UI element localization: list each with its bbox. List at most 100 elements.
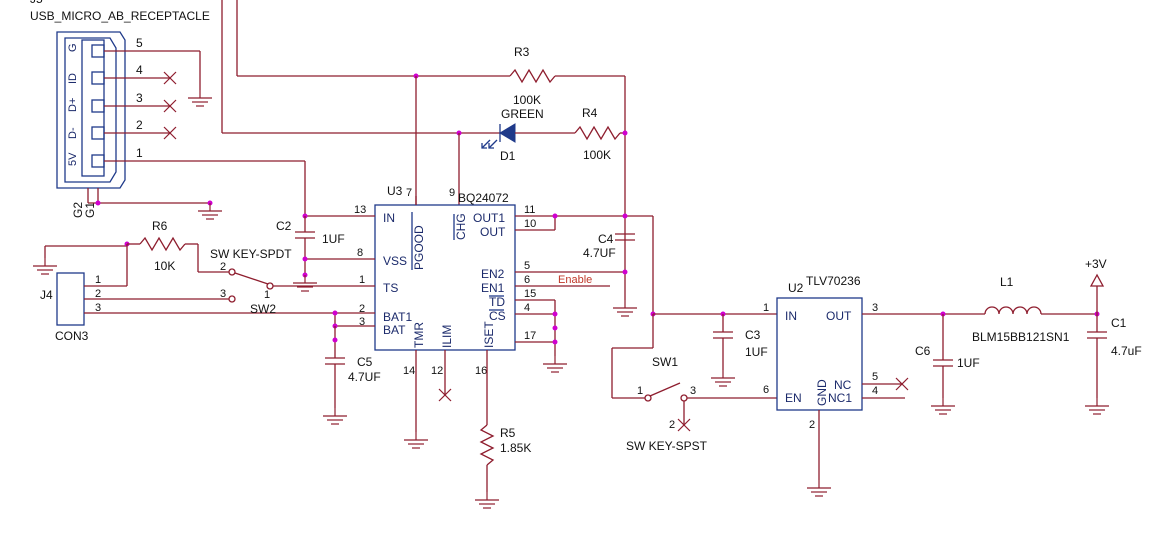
switch-sw2: SW KEY-SPDT 2 1 3 SW2 <box>210 247 292 316</box>
u3-pin-pgood: PGOOD <box>412 225 426 270</box>
usb-pin-num-5: 5 <box>136 36 143 50</box>
capacitor-c5: C5 4.7UF <box>325 355 381 384</box>
u3-pin-num-9: 9 <box>449 187 455 199</box>
ic-u3-bq24072: U3 BQ24072 IN VSS TS BAT1 BAT OUT1 OUT E… <box>374 184 516 351</box>
u3-pin-out1: OUT1 <box>473 211 505 225</box>
c2-value: 1UF <box>322 232 345 246</box>
sw1-part: SW KEY-SPST <box>626 439 708 453</box>
usb-pin-num-4: 4 <box>136 63 143 77</box>
inductor-l1: L1 BLM15BB121SN1 <box>972 275 1070 344</box>
c6-value: 1UF <box>957 356 980 370</box>
sw2-pin-3: 3 <box>220 288 226 300</box>
u3-pin-num-12: 12 <box>431 365 443 377</box>
u3-ref: U3 <box>387 184 403 198</box>
u3-pin-num-13: 13 <box>354 204 366 216</box>
u2-pin-num-3: 3 <box>872 302 878 314</box>
usb-pin-5v: 5V <box>67 152 79 166</box>
u3-pin-bat1: BAT1 <box>383 310 412 324</box>
u3-pin-iset: ISET <box>482 321 496 348</box>
c3-value: 1UF <box>745 345 768 359</box>
u2-pin-out: OUT <box>826 309 852 323</box>
c5-value: 4.7UF <box>348 370 381 384</box>
sw2-ref: SW2 <box>250 302 276 316</box>
u2-pin-num-6: 6 <box>763 384 769 396</box>
c1-ref: C1 <box>1111 316 1127 330</box>
u2-pin-num-4: 4 <box>872 385 878 397</box>
rail-3v-label: +3V <box>1085 257 1107 271</box>
resistor-r3: R3 100K <box>509 45 556 107</box>
j4-pin-3: 3 <box>95 302 101 314</box>
u3-pin-num-10: 10 <box>524 218 536 230</box>
usb-shell-g2: G2 <box>71 202 85 218</box>
usb-pin-num-2: 2 <box>136 118 143 132</box>
u3-pin-num-1: 1 <box>359 274 365 286</box>
r5-ref: R5 <box>500 426 516 440</box>
u3-pin-out: OUT <box>480 225 506 239</box>
u2-pin-en: EN <box>785 391 802 405</box>
u2-pin-gnd: GND <box>815 379 829 406</box>
sw1-ref: SW1 <box>652 355 678 369</box>
connector-j4: J4 CON3 1 2 3 <box>40 272 101 343</box>
l1-ref: L1 <box>1000 275 1014 289</box>
j4-part: CON3 <box>55 329 89 343</box>
sw2-pin-2: 2 <box>220 261 226 273</box>
sw2-part: SW KEY-SPDT <box>210 247 292 261</box>
r3-ref: R3 <box>514 45 530 59</box>
c6-ref: C6 <box>915 344 931 358</box>
u3-pin-num-17: 17 <box>524 330 536 342</box>
u3-pin-num-11: 11 <box>524 204 535 216</box>
usb-pin-dminus: D- <box>67 127 79 139</box>
usb-ref-partial: J5 <box>30 0 43 6</box>
resistor-r4: R4 100K <box>574 106 621 162</box>
u3-pin-num-7: 7 <box>406 187 412 199</box>
c4-ref: C4 <box>598 232 614 246</box>
u2-pin-nc1: NC1 <box>828 391 852 405</box>
u3-pin-en1: EN1 <box>481 281 505 295</box>
sw1-pin-1: 1 <box>637 385 643 397</box>
d1-value: GREEN <box>501 107 544 121</box>
u3-pin-en2: EN2 <box>481 267 505 281</box>
u3-pin-num-2: 2 <box>359 303 365 315</box>
resistor-r5: R5 1.85K <box>479 424 531 466</box>
c4-value: 4.7UF <box>583 246 616 260</box>
c1-value: 4.7uF <box>1111 344 1142 358</box>
u3-pin-num-16: 16 <box>475 365 487 377</box>
u3-pin-td: TD <box>489 295 505 309</box>
usb-connector: J5 USB_MICRO_AB_RECEPTACLE G ID D+ D- 5V… <box>30 0 210 218</box>
capacitor-c2: C2 1UF <box>276 219 345 246</box>
u2-pin-in: IN <box>785 309 797 323</box>
switch-sw1: SW1 1 3 2 SW KEY-SPST <box>626 355 708 453</box>
u2-ref: U2 <box>788 281 804 295</box>
resistor-r6: R6 10K <box>139 219 186 273</box>
c2-ref: C2 <box>276 219 292 233</box>
u3-pin-ilim: ILIM <box>440 325 454 348</box>
r5-value: 1.85K <box>500 441 531 455</box>
capacitor-c4: C4 4.7UF <box>583 232 635 260</box>
j4-pin-1: 1 <box>95 274 101 286</box>
usb-pin-num-1: 1 <box>136 146 143 160</box>
u3-pin-in: IN <box>383 211 395 225</box>
usb-pin-dplus: D+ <box>67 98 79 112</box>
capacitor-c6: C6 1UF <box>915 344 980 370</box>
u3-pin-chg: CHG <box>454 213 468 240</box>
l1-part: BLM15BB121SN1 <box>972 330 1070 344</box>
r4-value: 100K <box>583 148 611 162</box>
u3-pin-num-5: 5 <box>524 260 530 272</box>
ic-u2-tlv70236: U2 TLV70236 IN OUT EN GND NC NC1 <box>776 274 863 411</box>
sw1-pin-3: 3 <box>690 385 696 397</box>
u3-pin-num-3: 3 <box>359 316 365 328</box>
capacitor-c3: C3 1UF <box>713 328 768 359</box>
u2-part: TLV70236 <box>806 274 861 288</box>
enable-net-label: Enable <box>558 274 592 286</box>
sw1-pin-2: 2 <box>669 419 675 431</box>
u3-pin-tmr: TMR <box>412 322 426 348</box>
usb-pin-id: ID <box>67 73 79 84</box>
u3-pin-vss: VSS <box>383 254 407 268</box>
u3-pin-bat: BAT <box>383 323 406 337</box>
usb-shell-g1: G1 <box>83 202 97 218</box>
d1-ref: D1 <box>500 149 516 163</box>
led-d1: GREEN D1 <box>481 107 544 163</box>
r6-value: 10K <box>154 259 175 273</box>
u3-pin-num-14: 14 <box>403 365 415 377</box>
